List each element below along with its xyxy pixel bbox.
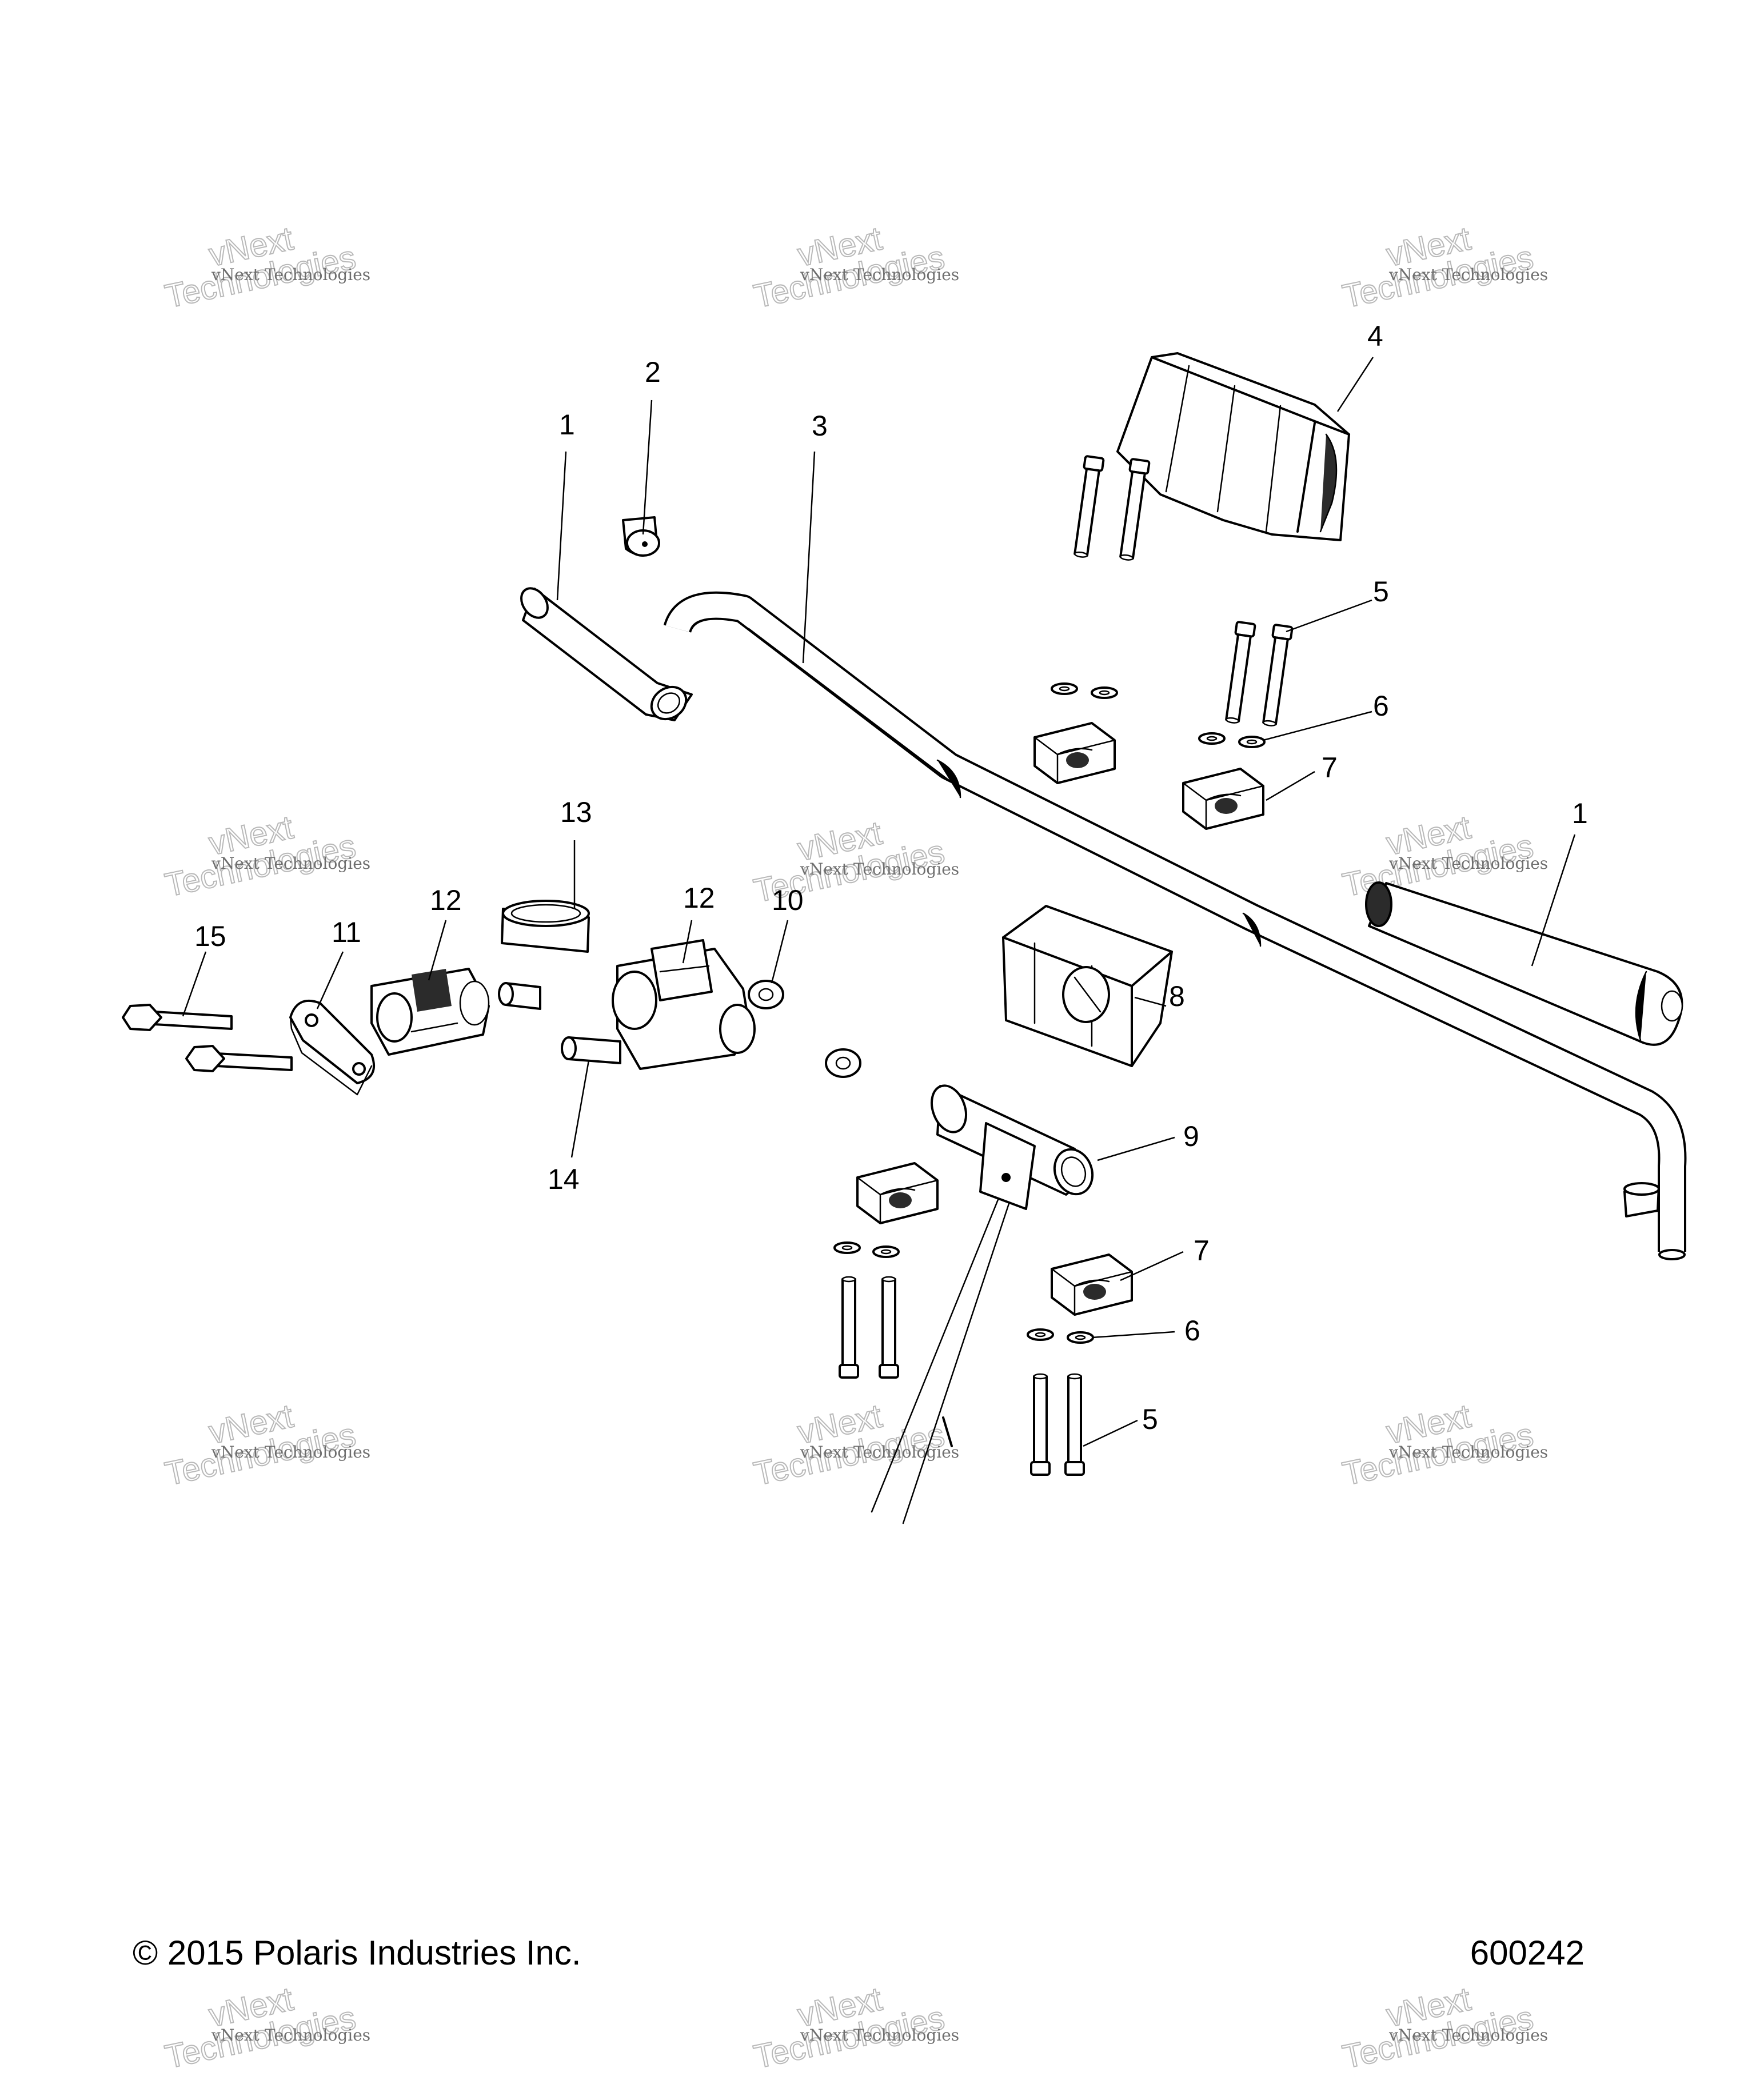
watermark: vNext Technologies <box>161 219 370 316</box>
leader-line <box>1263 710 1372 741</box>
leader-line <box>771 920 789 984</box>
watermark-text: vNext Technologies <box>211 854 370 873</box>
callout-bolt-lower: 5 <box>1142 1403 1158 1435</box>
leader-line <box>1336 357 1374 412</box>
callout-washer-lower: 6 <box>1184 1315 1200 1347</box>
leader-line <box>1091 1331 1175 1339</box>
watermark-text: vNext Technologies <box>211 1443 370 1462</box>
callout-pad-cover: 4 <box>1367 320 1383 352</box>
end-plug-part <box>622 516 660 557</box>
figure-number: 600242 <box>1470 1934 1585 1972</box>
bushings-part <box>748 980 861 1078</box>
callout-handlebar: 3 <box>812 410 828 442</box>
callout-bolt-long: 15 <box>194 920 226 952</box>
watermark: vNext Technologies <box>161 808 370 905</box>
watermark-text: vNext Technologies <box>800 265 959 284</box>
leader-line <box>182 951 207 1017</box>
ring-part <box>501 900 590 953</box>
pad-cover-part <box>1116 352 1350 541</box>
watermark: vNext Technologies <box>750 1979 959 2077</box>
callout-bolt-upper: 5 <box>1373 576 1389 608</box>
watermark: vNext Technologies <box>750 219 959 316</box>
callout-crossbar: 9 <box>1183 1120 1199 1152</box>
leader-line <box>428 920 447 981</box>
callout-riser-left: 12 <box>430 884 462 916</box>
watermark: vNext Technologies <box>750 813 959 911</box>
grip-left-part <box>520 587 693 721</box>
copyright-notice: © 2015 Polaris Industries Inc. <box>133 1934 581 1972</box>
watermark-layer: vNext Technologies vNext Technologies vN… <box>161 219 1548 2077</box>
leader-line <box>1286 599 1372 633</box>
callout-pad-mount: 8 <box>1169 980 1185 1012</box>
watermark-text: vNext Technologies <box>1388 854 1548 873</box>
watermark-text: vNext Technologies <box>1388 1443 1548 1462</box>
leader-line <box>1134 996 1167 1007</box>
watermark-text: vNext Technologies <box>1388 265 1548 284</box>
watermark-text: vNext Technologies <box>211 2026 370 2045</box>
watermark: vNext Technologies <box>161 1979 370 2077</box>
riser-right-part <box>612 939 756 1070</box>
handlebar-part <box>663 591 1687 1260</box>
leader-line <box>802 451 816 664</box>
leader-line <box>642 400 653 535</box>
callout-clamp-upper: 7 <box>1322 752 1338 784</box>
leader-lines <box>182 357 1576 1447</box>
leader-line <box>1266 770 1315 801</box>
callout-plate: 11 <box>332 916 361 948</box>
callout-end-plug: 2 <box>645 356 661 388</box>
leader-line <box>1097 1136 1175 1161</box>
riser-left-part <box>370 968 490 1056</box>
watermark-text: vNext Technologies <box>800 1443 959 1462</box>
leader-line <box>570 1060 590 1158</box>
callout-spacer: 14 <box>548 1163 580 1195</box>
watermark: vNext Technologies <box>1339 808 1548 905</box>
grip-right-part <box>1365 881 1683 1046</box>
watermark: vNext Technologies <box>1339 219 1548 316</box>
leader-line <box>1120 1251 1184 1281</box>
callout-grip-right: 1 <box>1572 797 1588 829</box>
plate-part <box>289 1000 375 1096</box>
leader-line <box>1531 834 1576 967</box>
watermark: vNext Technologies <box>1339 1396 1548 1494</box>
leader-line <box>1083 1419 1138 1447</box>
callout-washer-upper: 6 <box>1373 690 1389 722</box>
callout-clamp-lower: 7 <box>1194 1235 1210 1267</box>
watermark: vNext Technologies <box>750 1396 959 1494</box>
callout-labels: 1 2 3 4 5 6 7 1 8 9 7 6 5 13 12 12 10 11… <box>194 320 1588 1435</box>
watermark: vNext Technologies <box>161 1396 370 1494</box>
callout-riser-right: 12 <box>683 882 715 914</box>
watermark-text: vNext Technologies <box>800 860 959 879</box>
long-bolts-part <box>122 1004 293 1072</box>
leader-line <box>316 951 344 1009</box>
watermark-text: vNext Technologies <box>800 2026 959 2045</box>
callout-grip-left: 1 <box>559 409 575 441</box>
crossbar-part <box>871 1084 1094 1524</box>
leader-line <box>682 920 693 964</box>
spacers-part <box>498 982 621 1064</box>
callout-ring: 13 <box>560 796 592 828</box>
watermark-text: vNext Technologies <box>1388 2026 1548 2045</box>
watermark-text: vNext Technologies <box>211 265 370 284</box>
watermark: vNext Technologies <box>1339 1979 1548 2077</box>
leader-line <box>556 451 567 601</box>
callout-bushing-small: 10 <box>772 884 804 916</box>
pad-mount-part <box>1002 905 1173 1067</box>
